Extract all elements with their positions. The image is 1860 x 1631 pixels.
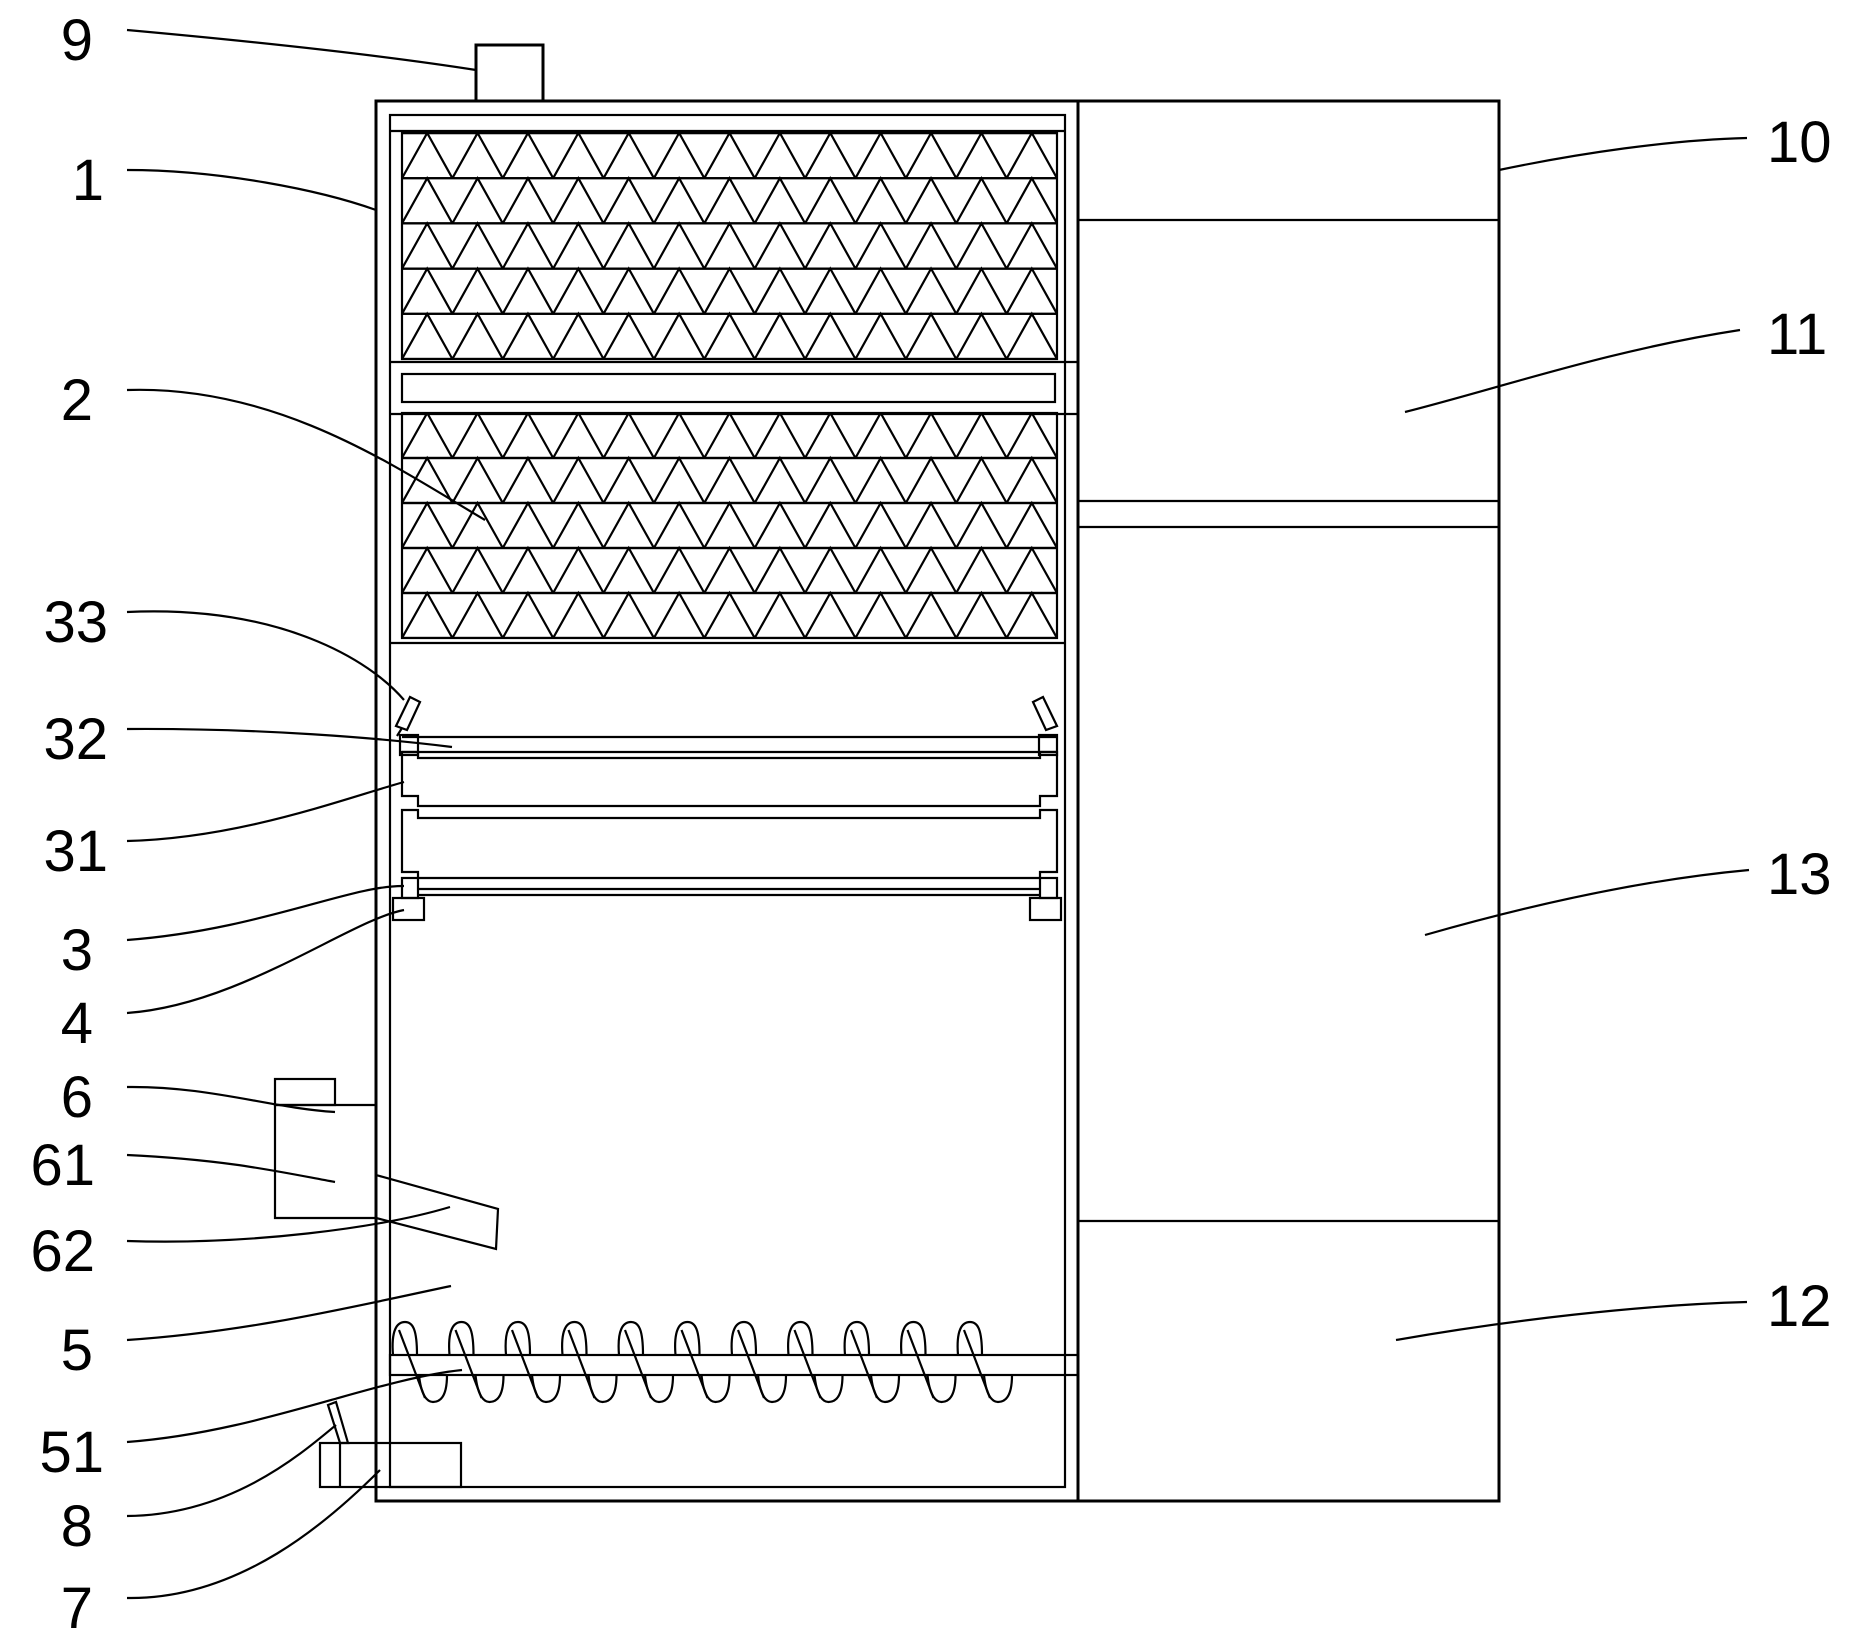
outlet-box <box>318 1441 463 1489</box>
mesh-triangles <box>402 545 1057 594</box>
mesh-triangles <box>402 133 1057 179</box>
screw-coil-bottom <box>813 1374 844 1404</box>
label-13: 13 <box>1767 842 1832 907</box>
block-4-right <box>1028 896 1063 922</box>
leader-lines <box>126 28 1750 1600</box>
screw-coil-bottom <box>926 1374 957 1404</box>
screw-coil-top <box>674 1320 701 1356</box>
screw-coil-front <box>510 1329 540 1399</box>
screw-coil-front <box>454 1329 483 1399</box>
screw-coil-top <box>956 1320 984 1356</box>
screw-coil-front <box>680 1329 709 1399</box>
filter-mesh-lower <box>400 411 1059 640</box>
inner-chamber <box>388 113 1067 1489</box>
block-4-left <box>391 896 426 922</box>
housing <box>374 99 1501 1503</box>
label-9: 9 <box>61 8 93 73</box>
screw-coil-bottom <box>700 1374 731 1404</box>
screw-coil-top <box>787 1320 814 1356</box>
screen-31-lower <box>400 808 1059 880</box>
mesh-triangles <box>402 175 1057 224</box>
label-5: 5 <box>61 1318 93 1383</box>
screw-coil-top <box>504 1320 532 1356</box>
frame-3-left <box>400 876 420 900</box>
screw-coil-front <box>567 1329 596 1399</box>
bracket-32-right <box>1037 733 1059 757</box>
label-8: 8 <box>61 1494 93 1559</box>
screw-coil-top <box>391 1320 419 1356</box>
mesh-triangles <box>402 311 1057 359</box>
screw-coil-bottom <box>474 1374 505 1404</box>
screw-coil-bottom <box>417 1374 449 1404</box>
filter-mesh-upper <box>400 131 1059 361</box>
support-bar <box>400 372 1057 404</box>
screen-31-upper <box>400 750 1059 808</box>
valve-8 <box>326 1400 350 1445</box>
screw-shaft <box>388 1353 1080 1377</box>
screw-coil-bottom <box>982 1374 1014 1404</box>
screw-coil-top <box>730 1320 758 1356</box>
nozzle-right <box>1031 695 1059 732</box>
hopper-lid <box>273 1077 337 1107</box>
screw-coil-top <box>561 1320 588 1356</box>
label-10: 10 <box>1767 110 1832 175</box>
mesh-triangles <box>402 266 1057 315</box>
label-2: 2 <box>61 368 93 433</box>
screw-coil-top <box>900 1320 927 1356</box>
mesh-triangles <box>402 221 1057 270</box>
screw-coil-top <box>448 1320 475 1356</box>
label-33: 33 <box>43 590 108 655</box>
screw-coil-bottom <box>756 1374 788 1404</box>
screw-coil-front <box>397 1329 427 1399</box>
frame-3-right <box>1038 876 1059 900</box>
screw-coil-bottom <box>587 1374 618 1404</box>
mesh-triangles <box>402 590 1057 638</box>
label-32: 32 <box>43 707 108 772</box>
label-1: 1 <box>72 148 104 213</box>
label-12: 12 <box>1767 1274 1832 1339</box>
screw-coil-front <box>906 1329 935 1399</box>
label-4: 4 <box>61 991 93 1056</box>
screw-coil-top <box>617 1320 645 1356</box>
inlet-pipe <box>474 43 545 101</box>
screw-coil-bottom <box>869 1374 901 1404</box>
label-31: 31 <box>43 819 108 884</box>
label-7: 7 <box>61 1576 93 1631</box>
screw-coil-top <box>843 1320 871 1356</box>
mesh-triangles <box>402 455 1057 504</box>
screw-coil-bottom <box>643 1374 675 1404</box>
bracket-32-left <box>398 733 420 757</box>
screw-coil-front <box>962 1329 992 1399</box>
label-3: 3 <box>61 918 93 983</box>
screw-coil-bottom <box>530 1374 562 1404</box>
screw-coil-front <box>736 1329 766 1399</box>
label-61: 61 <box>30 1133 95 1198</box>
label-51: 51 <box>39 1420 104 1485</box>
nozzle-left <box>394 695 422 737</box>
screw-coil-front <box>793 1329 822 1399</box>
hopper-chute <box>374 1173 500 1251</box>
mesh-triangles <box>402 500 1057 549</box>
screw-flight <box>391 1320 1014 1404</box>
screw-coil-front <box>849 1329 879 1399</box>
mesh-triangles <box>402 413 1057 459</box>
hopper-body <box>273 1103 376 1220</box>
label-11: 11 <box>1767 302 1827 367</box>
screw-coil-front <box>623 1329 653 1399</box>
label-62: 62 <box>30 1219 95 1284</box>
label-6: 6 <box>61 1065 93 1130</box>
